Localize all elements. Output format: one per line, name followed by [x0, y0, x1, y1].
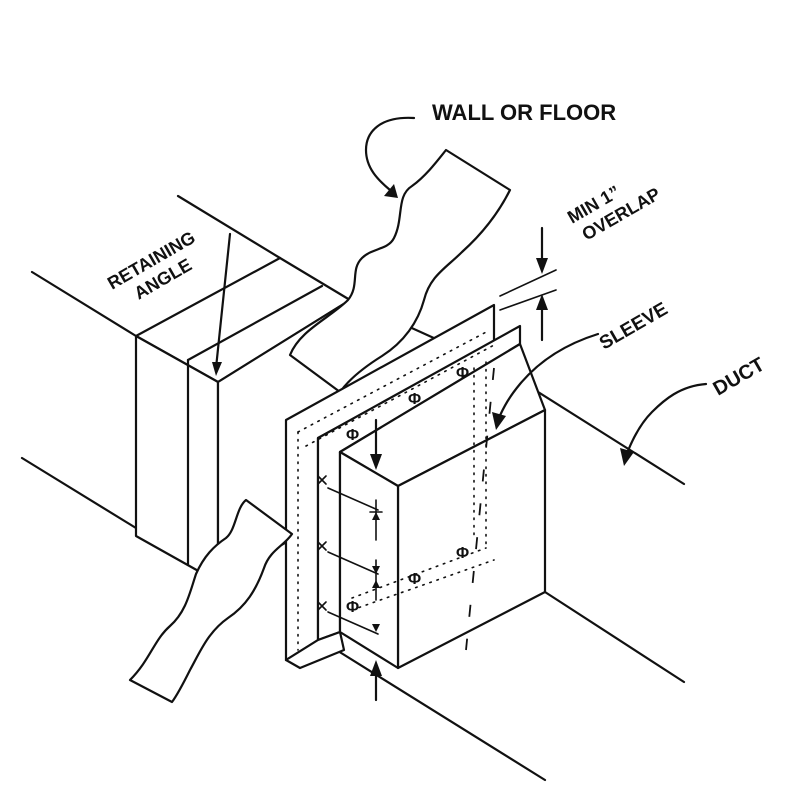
- wall-or-floor-label: WALL OR FLOOR: [432, 100, 616, 125]
- fastener-symbol: Φ: [456, 545, 469, 562]
- fastener-symbol: Φ: [408, 391, 421, 408]
- retaining-angle-label: RETAINING ANGLE: [104, 227, 199, 303]
- sleeve-label-text: SLEEVE: [596, 299, 671, 355]
- duct-label-text: DUCT: [710, 354, 769, 401]
- duct-label: DUCT: [710, 354, 769, 401]
- min-overlap-label: MIN 1” OVERLAP: [564, 182, 664, 245]
- fastener-symbol: Φ: [408, 571, 421, 588]
- fastener-symbol: Φ: [346, 599, 359, 616]
- wall-break-upper: [288, 148, 512, 394]
- fastener-symbol: Φ: [346, 427, 359, 444]
- fastener-symbol: Φ: [456, 365, 469, 382]
- dimension-arrows: [369, 226, 557, 702]
- sleeve-label: SLEEVE: [596, 299, 671, 355]
- fastener-symbols: Φ Φ Φ Φ Φ Φ: [346, 365, 469, 616]
- leader-lines: [212, 116, 708, 466]
- wall-break-lower: [128, 498, 294, 704]
- fastener-dotted-lines: [297, 329, 497, 651]
- sleeve-box: [338, 342, 547, 670]
